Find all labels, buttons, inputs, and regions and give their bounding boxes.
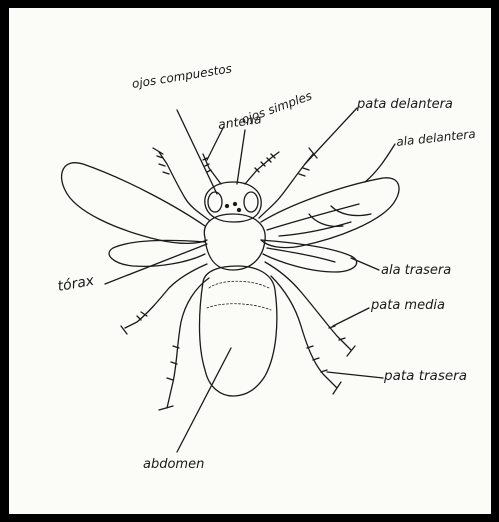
ocellus: [238, 209, 241, 212]
left-compound-eye: [208, 192, 222, 212]
left-forewing: [62, 163, 207, 244]
leader-abdomen: [177, 348, 231, 452]
right-forewing: [261, 178, 399, 248]
left-middle-leg: [121, 264, 207, 334]
bee-illustration: [9, 8, 491, 514]
left-hindwing: [109, 240, 205, 266]
right-hind-leg: [271, 276, 341, 394]
head: [205, 182, 261, 222]
right-compound-eye: [244, 192, 258, 212]
leader-pata-trasera: [327, 372, 383, 378]
leader-ojos-simples: [237, 130, 245, 184]
ocellus: [226, 205, 229, 208]
right-forewing-veins: [267, 204, 371, 236]
right-antenna: [245, 152, 279, 184]
label-pata-media: pata media: [371, 299, 445, 312]
leader-pata-delantera: [305, 108, 357, 164]
leader-pata-media: [333, 308, 369, 326]
abdomen-hair: [207, 281, 271, 310]
label-pata-trasera: pata trasera: [384, 370, 467, 384]
leader-ala-trasera: [351, 258, 379, 270]
abdomen: [200, 266, 277, 396]
ocellus: [234, 203, 237, 206]
label-ala-trasera: ala trasera: [381, 264, 451, 277]
label-pata-delantera: pata delantera: [357, 98, 453, 111]
leader-antena: [207, 128, 223, 160]
drawing-frame: ojos compuestos antena ojos simples pata…: [9, 8, 491, 514]
right-middle-leg: [265, 262, 355, 356]
leader-ala-delantera: [365, 144, 395, 182]
label-abdomen: abdomen: [143, 458, 204, 471]
